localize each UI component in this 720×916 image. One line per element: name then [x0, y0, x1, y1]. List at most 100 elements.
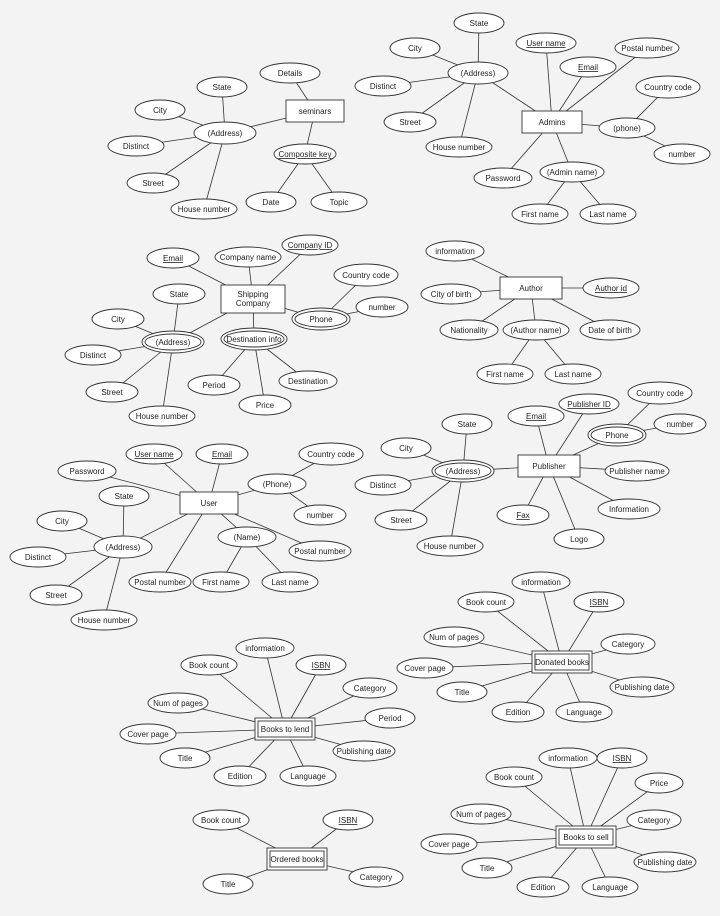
attribute-ellipse [281, 234, 339, 256]
attribute-ellipse [653, 413, 707, 435]
node-label: User [201, 499, 218, 508]
attribute-last-name: Last name [544, 363, 602, 385]
attribute-distinct: Distinct [64, 344, 122, 366]
node-label: Books to lend [261, 725, 309, 734]
attribute-ellipse [278, 370, 338, 392]
attribute-num-of-pages: Num of pages [423, 626, 485, 648]
attribute-name: (Name) [217, 526, 277, 548]
weak-entity-inner-box [257, 720, 313, 738]
attribute-ellipse [507, 405, 565, 427]
attribute-city: City [380, 437, 432, 459]
attribute-ellipse [195, 443, 249, 465]
node-label: Distinct [80, 351, 107, 360]
attribute-ellipse [634, 772, 684, 794]
attribute-phone: Phone [291, 307, 351, 331]
node-label: Category [354, 684, 386, 693]
attribute-edition: Edition [516, 876, 570, 898]
attribute-cover-page: Cover page [420, 833, 478, 855]
attribute-ellipse [425, 136, 493, 158]
attribute-ellipse [64, 344, 122, 366]
attribute-publishing-date: Publishing date [332, 740, 396, 762]
node-label: Street [399, 118, 421, 127]
attribute-user-name: User name [125, 443, 183, 465]
weak-entity-books-to-lend: Books to lend [254, 717, 316, 741]
attribute-ellipse [119, 723, 177, 745]
attribute-ellipse [147, 692, 209, 714]
attribute-ellipse [627, 381, 693, 405]
multivalued-inner-ellipse [294, 310, 348, 328]
attribute-ellipse [604, 460, 670, 482]
node-label: information [521, 578, 561, 587]
attribute-state: State [441, 413, 493, 435]
attribute-address: (Address) [141, 330, 205, 354]
attribute-ellipse [582, 277, 640, 299]
attribute-last-name: Last name [579, 203, 637, 225]
attribute-ellipse [447, 61, 509, 85]
node-label: Language [592, 883, 628, 892]
attribute-isbn: ISBN [596, 747, 648, 769]
connector-line [264, 647, 286, 730]
node-label: (Admin name) [547, 168, 598, 177]
attribute-ellipse [596, 747, 648, 769]
attribute-ellipse [70, 609, 138, 631]
attribute-phone: (Phone) [247, 473, 307, 495]
attribute-ellipse [559, 56, 617, 78]
node-label: Distinct [370, 481, 397, 490]
attribute-distinct: Distinct [354, 474, 412, 496]
attribute-email: Email [146, 247, 200, 269]
node-label: Email [526, 412, 546, 421]
attribute-ellipse [354, 474, 412, 496]
attribute-ellipse [98, 485, 150, 507]
entity-box [254, 717, 316, 741]
node-label: Publishing date [638, 858, 693, 867]
multivalued-inner-ellipse [434, 462, 492, 480]
node-label: (Author name) [510, 326, 561, 335]
node-label: Num of pages [429, 633, 479, 642]
attribute-author-id: Author id [582, 277, 640, 299]
entity-box [266, 847, 328, 871]
attribute-ellipse [653, 143, 711, 165]
attribute-city: City [134, 99, 186, 121]
node-label: Country code [342, 271, 390, 280]
attribute-ellipse [322, 809, 374, 831]
attribute-ellipse [364, 707, 416, 729]
node-label: Composite key [279, 150, 332, 159]
attribute-information: Information [597, 498, 661, 520]
attribute-last-name: Last name [261, 571, 319, 593]
attribute-ellipse [633, 851, 697, 873]
attribute-period: Period [364, 707, 416, 729]
attribute-admin-name: (Admin name) [539, 161, 605, 183]
multivalued-inner-ellipse [223, 330, 285, 348]
attribute-ellipse [491, 701, 545, 723]
node-label: Details [278, 69, 302, 78]
node-label: Category [638, 816, 670, 825]
attribute-ellipse [93, 535, 153, 559]
attribute-ellipse [193, 121, 257, 145]
node-label: Price [650, 779, 669, 788]
attribute-house-number: House number [425, 136, 493, 158]
node-label: House number [424, 542, 477, 551]
connector-line [540, 581, 563, 663]
node-label: Book count [494, 773, 535, 782]
attribute-category: Category [626, 809, 682, 831]
attribute-book-count: Book count [457, 591, 515, 613]
node-label: Date [263, 198, 280, 207]
attribute-ellipse [461, 857, 513, 879]
attribute-destination: Destination [278, 370, 338, 392]
node-label: Street [101, 388, 123, 397]
attribute-isbn: ISBN [295, 654, 347, 676]
attribute-house-number: House number [70, 609, 138, 631]
node-label: First name [521, 210, 559, 219]
node-label: Postal number [134, 578, 186, 587]
attribute-title: Title [202, 873, 254, 895]
attribute-publishing-date: Publishing date [609, 676, 675, 698]
attribute-ellipse [128, 405, 196, 427]
attribute-ellipse [310, 191, 368, 213]
node-label: Last name [554, 370, 592, 379]
attribute-ellipse [279, 765, 337, 787]
attribute-ellipse [579, 319, 641, 341]
attribute-ellipse [573, 591, 625, 613]
node-label: Postal number [621, 44, 673, 53]
node-label: Title [221, 880, 236, 889]
attribute-details: Details [259, 62, 321, 84]
